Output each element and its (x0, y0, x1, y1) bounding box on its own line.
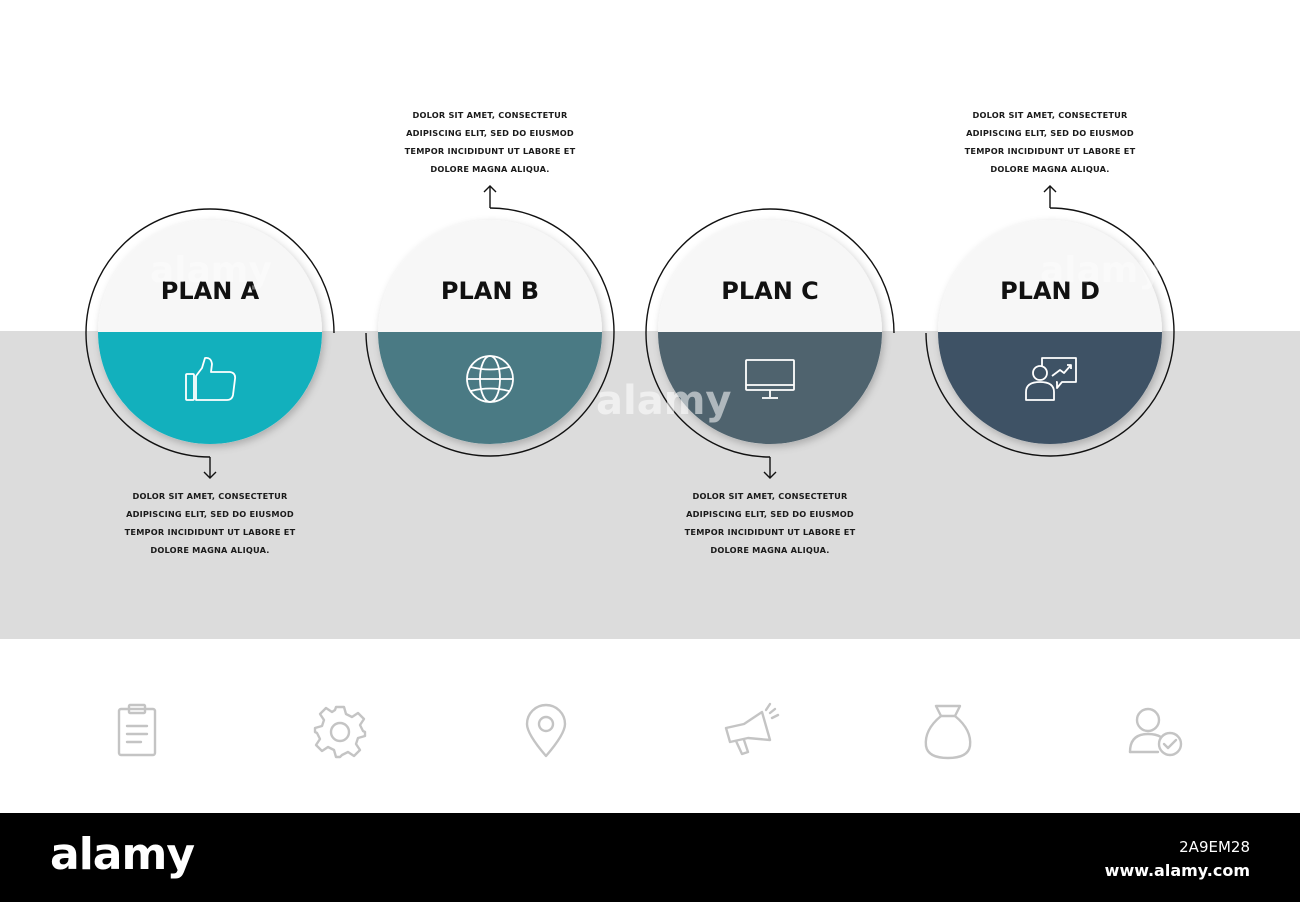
plan-a-accent (98, 332, 322, 444)
thumbs-up-icon (185, 356, 237, 401)
site-url: www.alamy.com (1104, 861, 1250, 880)
plan-b-description: DOLOR SIT AMET, CONSECTETUR ADIPISCING E… (404, 110, 576, 174)
footer-bar: alamy 2A9EM28 www.alamy.com (0, 813, 1300, 902)
plan-a-outline (85, 208, 335, 458)
plan-c-accent (658, 332, 882, 444)
plan-d-outline (925, 207, 1175, 457)
plan-d-arrow-up-icon (1043, 185, 1057, 193)
plan-d-label: PLAN D (1000, 277, 1100, 305)
plan-c-description: DOLOR SIT AMET, CONSECTETUR ADIPISCING E… (684, 491, 856, 555)
gear-icon (313, 705, 367, 759)
brand-logo: alamy (50, 829, 195, 880)
presentation-icon (1025, 357, 1077, 401)
plan-b-outline (365, 207, 615, 457)
plan-b-arrow-up-icon (483, 185, 497, 193)
plan-c-node: PLAN C (645, 208, 895, 479)
clipboard-icon (117, 703, 157, 757)
image-info: 2A9EM28 www.alamy.com (1105, 835, 1250, 883)
plan-a-label: PLAN A (161, 277, 260, 305)
plan-c-outline (645, 208, 895, 458)
plan-b-label: PLAN B (441, 277, 539, 305)
plan-a-arrow-down-icon (203, 471, 217, 479)
globe-icon (466, 355, 514, 403)
megaphone-icon (724, 702, 780, 756)
plan-a-description: DOLOR SIT AMET, CONSECTETUR ADIPISCING E… (124, 491, 296, 555)
plan-d-node: PLAN D (925, 185, 1175, 457)
user-check-icon (1128, 707, 1183, 757)
plans-diagram: PLAN A PLAN B PLAN C (85, 185, 1175, 479)
bottom-icons-row (117, 702, 1183, 760)
image-id: 2A9EM28 (1179, 838, 1250, 856)
monitor-icon (745, 359, 795, 399)
plan-a-node: PLAN A (85, 208, 335, 479)
money-bag-icon (924, 704, 972, 760)
plan-b-node: PLAN B (365, 185, 615, 457)
plan-c-label: PLAN C (721, 277, 819, 305)
map-pin-icon (525, 703, 567, 758)
plan-d-description: DOLOR SIT AMET, CONSECTETUR ADIPISCING E… (964, 110, 1136, 174)
plan-c-arrow-down-icon (763, 471, 777, 479)
